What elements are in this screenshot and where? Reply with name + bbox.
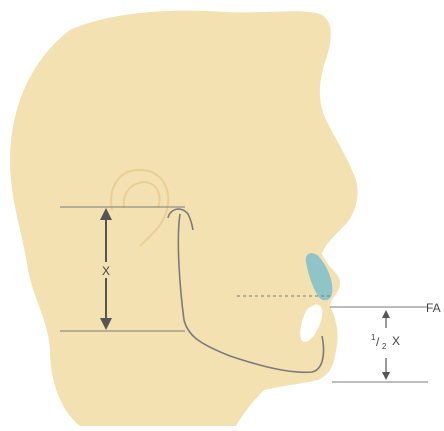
half-x-variable: X xyxy=(392,334,400,348)
fa-label: FA xyxy=(426,301,441,315)
x-label: X xyxy=(102,264,110,278)
half-x-slash: / xyxy=(376,335,380,349)
half-x-arrowhead-bottom xyxy=(382,372,390,380)
half-x-label: 1 / 2 X xyxy=(371,333,400,351)
head-silhouette xyxy=(10,11,358,426)
half-x-arrowhead-top xyxy=(382,310,390,318)
half-x-denominator: 2 xyxy=(382,342,387,351)
